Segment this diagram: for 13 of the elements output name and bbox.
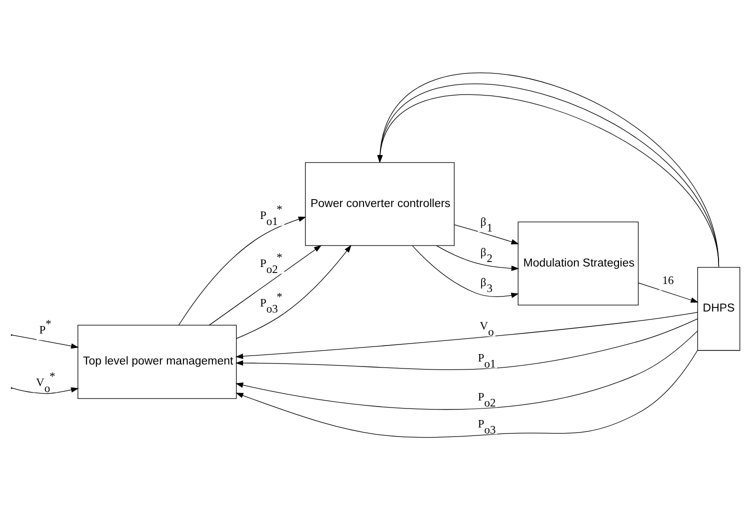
edge-label: 16	[662, 275, 674, 288]
arrow	[638, 282, 698, 303]
arrow	[236, 244, 352, 339]
arrow	[209, 245, 322, 326]
arrow	[235, 312, 698, 359]
node-box: Power converter controllers	[305, 162, 455, 246]
arrow	[454, 224, 519, 244]
arrow	[235, 330, 698, 410]
node-box: Modulation Strategies	[518, 222, 639, 306]
arrow	[12, 387, 79, 394]
node-box: Top level power management	[78, 324, 237, 399]
arrow	[178, 216, 306, 326]
node-box: DHPS	[697, 267, 740, 351]
